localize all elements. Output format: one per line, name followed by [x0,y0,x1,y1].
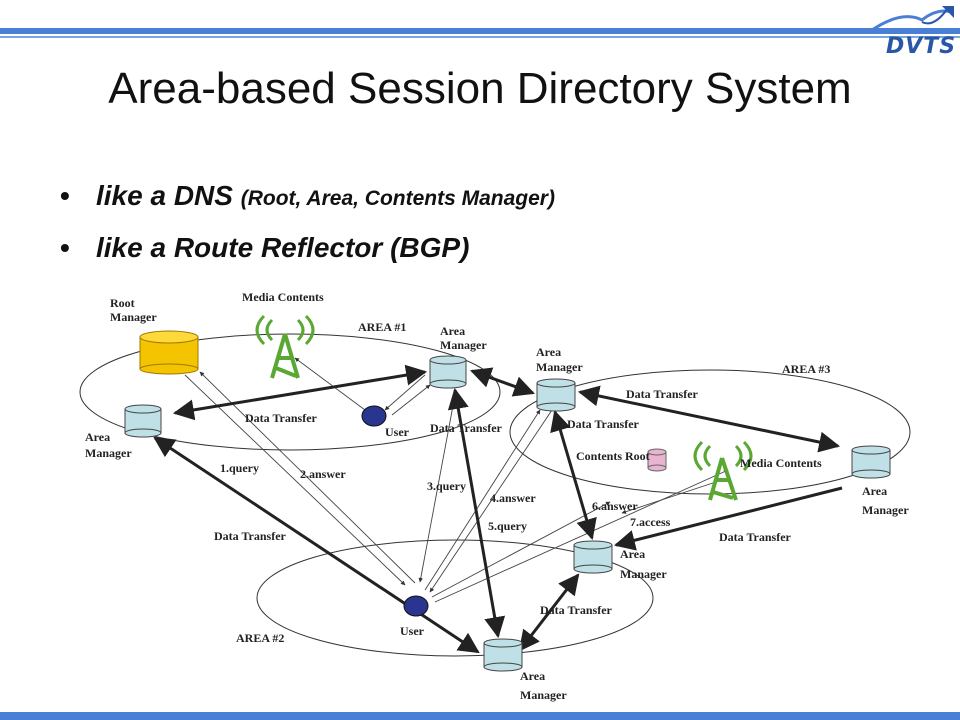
data-transfer-label: Data Transfer [540,603,613,617]
bullet-icon: • [60,232,70,263]
area-manager-label: Manager [862,503,909,517]
answer-label: 4.answer [490,491,536,505]
network-diagram: Root Manager Media Contents AREA #1 Area… [79,290,911,702]
area-manager-label: Area [85,430,110,444]
header-bar [0,28,960,34]
access-label: 7.access [630,515,671,529]
area-manager-label: Area [620,547,645,561]
area-manager-cylinder-icon [483,638,523,672]
user-icon [361,405,387,427]
area-manager-label: Area [862,484,887,498]
area-manager-label: Area [440,324,465,338]
root-manager-icon [139,330,199,375]
query-label: 3.query [427,479,466,493]
area-manager-label: Manager [520,688,567,702]
contents-root-label: Contents Root [576,449,650,463]
area-manager-label: Area [520,669,545,683]
area-manager-label: Manager [620,567,667,581]
header-bar-thin [0,36,960,38]
page-title: Area-based Session Directory System [108,64,852,113]
data-transfer-label: Data Transfer [567,417,640,431]
area3-label: AREA #3 [782,362,830,376]
area-manager-label: Manager [440,338,487,352]
area-manager-cylinder-icon [573,540,613,574]
antenna-tower-icon [693,440,753,501]
data-transfer-label: Data Transfer [626,387,699,401]
area2-label: AREA #2 [236,631,284,645]
data-transfer-label: Data Transfer [719,530,792,544]
dvts-logo-icon [871,6,954,32]
answer-label: 6.answer [592,499,638,513]
user-icon [403,595,429,617]
bullet-icon: • [60,180,70,211]
bullet-list: • like a DNS (Root, Area, Contents Manage… [60,176,555,280]
area-manager-label: Manager [536,360,583,374]
root-manager-label: Root [110,296,135,310]
antenna-tower-icon [255,314,315,379]
area-manager-label: Manager [85,446,132,460]
query-label: 5.query [488,519,527,533]
contents-root-icon [647,448,667,472]
area-manager-cylinder-icon [429,355,467,389]
user-label: User [400,624,425,638]
answer-label: 2.answer [300,467,346,481]
area-manager-cylinder-icon [536,378,576,412]
bullet-item: • like a DNS (Root, Area, Contents Manage… [60,176,555,228]
data-transfer-label: Data Transfer [214,529,287,543]
bullet-main: like a Route Reflector (BGP) [96,232,470,263]
area-manager-cylinder-icon [124,404,162,438]
area1-label: AREA #1 [358,320,406,334]
footer-bar [0,712,960,720]
bullet-item: • like a Route Reflector (BGP) [60,228,555,280]
area-manager-cylinder-icon [851,445,891,479]
media-contents-label: Media Contents [242,290,324,304]
bullet-sub: (Root, Area, Contents Manager) [240,187,555,210]
user-label: User [385,425,410,439]
area-manager-label: Area [536,345,561,359]
root-manager-label: Manager [110,310,157,324]
logo-text: DVTS [886,34,957,59]
media-contents-label: Media Contents [740,456,822,470]
bullet-main: like a DNS [96,180,233,211]
data-transfer-label: Data Transfer [430,421,503,435]
query-label: 1.query [220,461,259,475]
data-transfer-label: Data Transfer [245,411,318,425]
